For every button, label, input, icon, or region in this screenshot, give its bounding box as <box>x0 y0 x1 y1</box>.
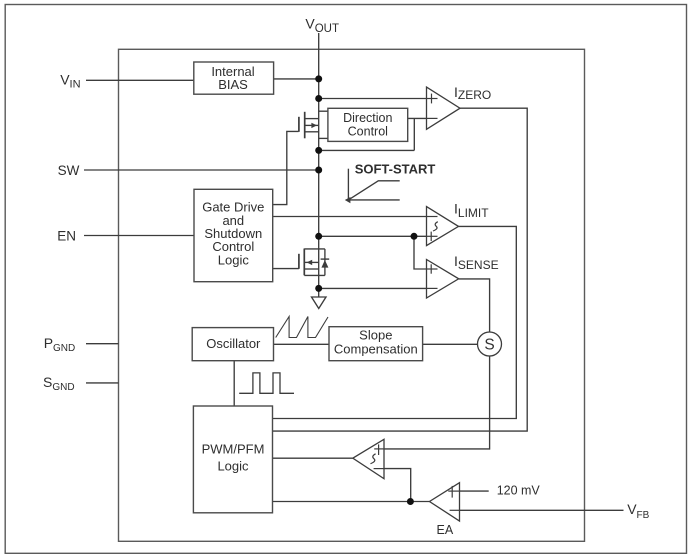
svg-text:Shutdown: Shutdown <box>204 226 262 241</box>
svg-text:Logic: Logic <box>217 458 249 473</box>
svg-text:SW: SW <box>58 163 80 178</box>
svg-text:BIAS: BIAS <box>218 77 248 92</box>
svg-text:Compensation: Compensation <box>334 342 418 357</box>
svg-text:Control: Control <box>348 125 388 139</box>
svg-text:IZERO: IZERO <box>454 84 491 102</box>
svg-text:and: and <box>222 213 244 228</box>
svg-text:Gate Drive: Gate Drive <box>202 200 264 215</box>
svg-text:ILIMIT: ILIMIT <box>454 201 489 220</box>
svg-text:Oscillator: Oscillator <box>206 336 261 351</box>
svg-text:EA: EA <box>437 523 454 537</box>
svg-text:Direction: Direction <box>343 111 392 125</box>
svg-text:Logic: Logic <box>218 252 250 267</box>
svg-text:PWM/PFM: PWM/PFM <box>202 442 265 457</box>
svg-text:SOFT-START: SOFT-START <box>355 162 436 177</box>
svg-text:Slope: Slope <box>359 328 392 343</box>
svg-text:EN: EN <box>57 228 76 243</box>
svg-text:ISENSE: ISENSE <box>454 253 499 272</box>
svg-text:Internal: Internal <box>211 64 254 79</box>
svg-text:Control: Control <box>212 239 254 254</box>
svg-text:120 mV: 120 mV <box>497 483 541 497</box>
svg-text:S: S <box>484 337 494 354</box>
